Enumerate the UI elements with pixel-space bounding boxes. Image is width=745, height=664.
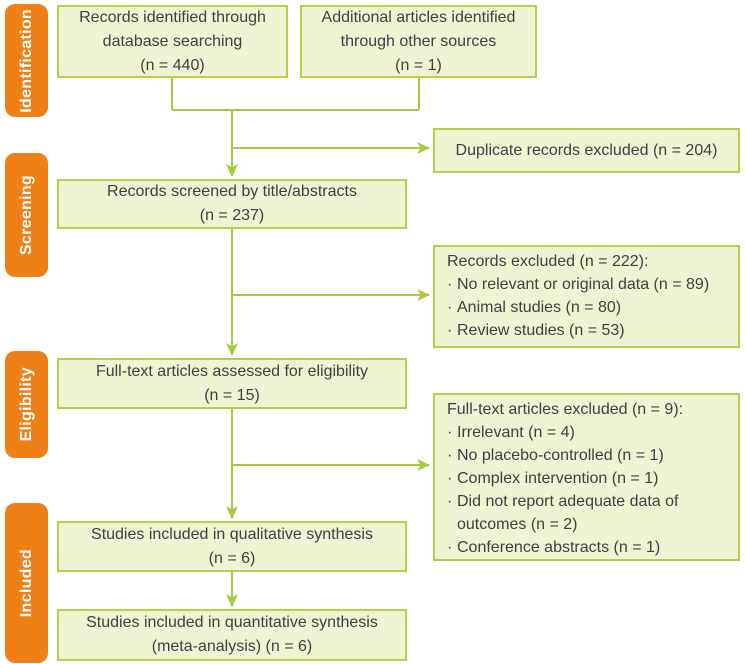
box-qualitative-synthesis: Studies included in qualitative synthesi… [57,521,407,572]
box-records-excluded-items: No relevant or original data (n = 89)Ani… [445,273,730,342]
box-quantitative-synthesis: Studies included in quantitative synthes… [57,609,407,661]
box-records-identified-database-text: Records identified through database sear… [79,8,266,74]
bullet-item: Irrelevant (n = 4) [445,421,730,444]
box-records-screened-text: Records screened by title/abstracts (n =… [107,183,357,224]
stage-label-identification: Identification [17,8,35,113]
box-records-identified-database: Records identified through database sear… [57,5,288,78]
box-duplicates-excluded: Duplicate records excluded (n = 204) [433,128,740,173]
bullet-item: Animal studies (n = 80) [445,296,730,319]
box-fulltext-excluded: Full-text articles excluded (n = 9): Irr… [433,393,740,561]
box-additional-articles-text: Additional articles identified through o… [321,8,516,74]
box-qualitative-synthesis-text: Studies included in qualitative synthesi… [91,525,373,567]
box-fulltext-excluded-title: Full-text articles excluded (n = 9): [447,401,684,418]
box-fulltext-assessed-text: Full-text articles assessed for eligibil… [95,362,369,404]
connector-top-merge [171,78,420,111]
box-quantitative-synthesis-text: Studies included in quantitative synthes… [86,614,378,655]
bullet-item: Conference abstracts (n = 1) [445,536,730,559]
box-records-excluded: Records excluded (n = 222): No relevant … [433,245,740,348]
stage-tab-identification: Identification [5,4,48,117]
box-fulltext-excluded-items: Irrelevant (n = 4)No placebo-controlled … [445,421,730,559]
box-records-excluded-title: Records excluded (n = 222): [447,253,649,270]
stage-label-screening: Screening [17,174,35,256]
stage-label-included: Included [17,548,35,618]
stage-label-eligibility: Eligibility [17,367,35,442]
bullet-item: No placebo-controlled (n = 1) [445,444,730,467]
box-duplicates-excluded-text: Duplicate records excluded (n = 204) [455,141,718,159]
bullet-item: Review studies (n = 53) [445,319,730,342]
bullet-item: Did not report adequate data of outcomes… [445,490,730,536]
box-fulltext-assessed: Full-text articles assessed for eligibil… [57,358,407,409]
box-records-screened: Records screened by title/abstracts (n =… [57,179,407,229]
stage-tab-screening: Screening [5,153,48,277]
bullet-item: Complex intervention (n = 1) [445,467,730,490]
stage-tab-eligibility: Eligibility [5,351,48,458]
box-additional-articles: Additional articles identified through o… [300,5,537,78]
stage-tab-included: Included [5,503,48,663]
bullet-item: No relevant or original data (n = 89) [445,273,730,296]
